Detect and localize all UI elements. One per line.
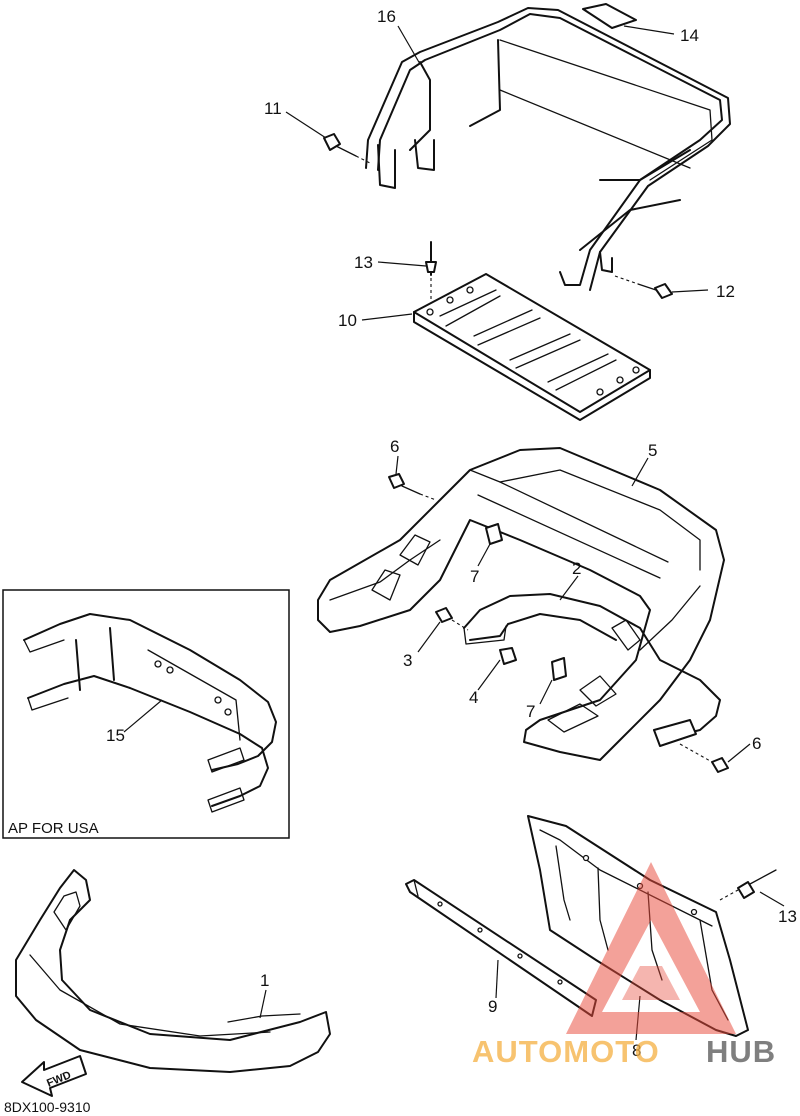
logo-text-automoto: AUTOMOTO	[472, 1034, 660, 1069]
part-13-bolt-right	[614, 275, 673, 299]
part-8-mud-flap	[527, 815, 749, 1037]
callout-15: 14	[680, 26, 699, 45]
part-10-rivet	[719, 869, 777, 901]
automotohub-logo: AUTOMOTO HUB	[472, 862, 776, 1069]
callout-4: 4	[469, 688, 478, 707]
callout-7-lower: 7	[526, 702, 535, 721]
part-6-bolt-lower	[679, 743, 729, 773]
part-2-bracket	[463, 593, 721, 747]
inset-box: AP FOR USA	[2, 589, 290, 839]
part-3-bolt	[435, 607, 469, 631]
logo-text-hub: HUB	[706, 1034, 776, 1069]
callout-6-lower: 6	[752, 734, 761, 753]
callout-5: 5	[648, 441, 657, 460]
part-12-plate	[413, 273, 651, 421]
callout-13-right: 12	[716, 282, 735, 301]
part-5-rear-guard	[317, 447, 725, 761]
part-4-nut	[499, 647, 517, 665]
callout-9: 9	[488, 997, 497, 1016]
callout-14: 13	[354, 253, 373, 272]
callout-11: 16	[377, 7, 396, 26]
callout-8: 8	[632, 1041, 641, 1060]
callout-10: 13	[778, 907, 797, 926]
callout-2: 2	[572, 559, 581, 578]
callout-3: 3	[403, 651, 412, 670]
part-7-clip-lower	[551, 657, 567, 681]
fwd-arrow-icon: FWD	[21, 1055, 87, 1097]
part-9-rail	[405, 879, 597, 1017]
callout-16: 15	[106, 726, 125, 745]
callouts: 16 14 11 12 13 10 6 5 7 2 3 4 7 6 15 1 9…	[106, 7, 797, 1060]
part-11-rear-rack	[365, 7, 731, 291]
leader-lines	[123, 25, 785, 1041]
logo-triangle-icon	[566, 862, 736, 1034]
diagram-code: 8DX100-9310	[4, 1099, 91, 1115]
part-14-rivet	[425, 241, 437, 300]
callout-6-upper: 6	[390, 437, 399, 456]
part-15-decal	[582, 3, 637, 29]
part-13-bolt-left	[323, 133, 373, 165]
part-1-front-bumper	[15, 869, 331, 1073]
callout-12: 10	[338, 311, 357, 330]
part-7-clip-upper	[485, 523, 503, 545]
callout-1: 1	[260, 971, 269, 990]
callout-7-upper: 7	[470, 567, 479, 586]
part-16-guard-bar	[23, 613, 277, 813]
inset-caption: AP FOR USA	[8, 820, 99, 837]
callout-13-left: 11	[264, 99, 282, 118]
part-6-bolt-upper	[388, 473, 437, 501]
